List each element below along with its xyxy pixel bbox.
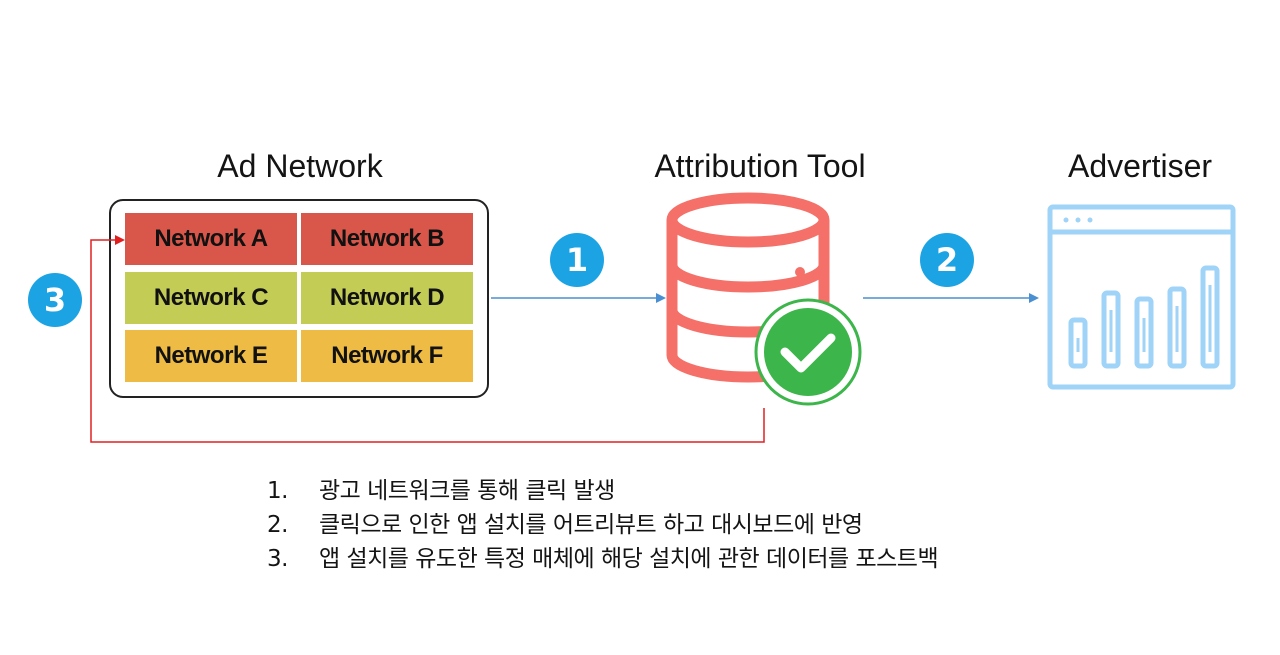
dashboard-chart-icon	[1047, 204, 1236, 390]
note-item-3: 3. 앱 설치를 유도한 특정 매체에 해당 설치에 관한 데이터를 포스트백	[267, 542, 1127, 576]
step-1-badge: 1	[550, 233, 604, 287]
arrow-postback-feedback	[90, 235, 765, 443]
step-3-badge: 3	[28, 273, 82, 327]
note-item-2: 2. 클릭으로 인한 앱 설치를 어트리뷰트 하고 대시보드에 반영	[267, 508, 1127, 542]
check-badge-icon	[754, 298, 862, 406]
network-f-cell: Network F	[301, 330, 473, 382]
network-b-cell: Network B	[301, 213, 473, 265]
network-c-cell: Network C	[125, 272, 297, 324]
note-number: 2.	[267, 512, 288, 538]
note-number: 3.	[267, 546, 288, 572]
attribution-tool-title: Attribution Tool	[654, 148, 866, 184]
note-text: 앱 설치를 유도한 특정 매체에 해당 설치에 관한 데이터를 포스트백	[319, 546, 939, 572]
advertiser-title: Advertiser	[1067, 148, 1213, 184]
network-a-cell: Network A	[125, 213, 297, 265]
note-item-1: 1. 광고 네트워크를 통해 클릭 발생	[267, 474, 1127, 508]
step-2-badge: 2	[920, 233, 974, 287]
note-text: 광고 네트워크를 통해 클릭 발생	[319, 478, 615, 504]
steps-description-list: 1. 광고 네트워크를 통해 클릭 발생 2. 클릭으로 인한 앱 설치를 어트리뷰…	[267, 474, 1127, 576]
note-number: 1.	[267, 478, 288, 504]
network-e-cell: Network E	[125, 330, 297, 382]
network-d-cell: Network D	[301, 272, 473, 324]
ad-network-title: Ad Network	[217, 148, 383, 184]
note-text: 클릭으로 인한 앱 설치를 어트리뷰트 하고 대시보드에 반영	[319, 512, 863, 538]
